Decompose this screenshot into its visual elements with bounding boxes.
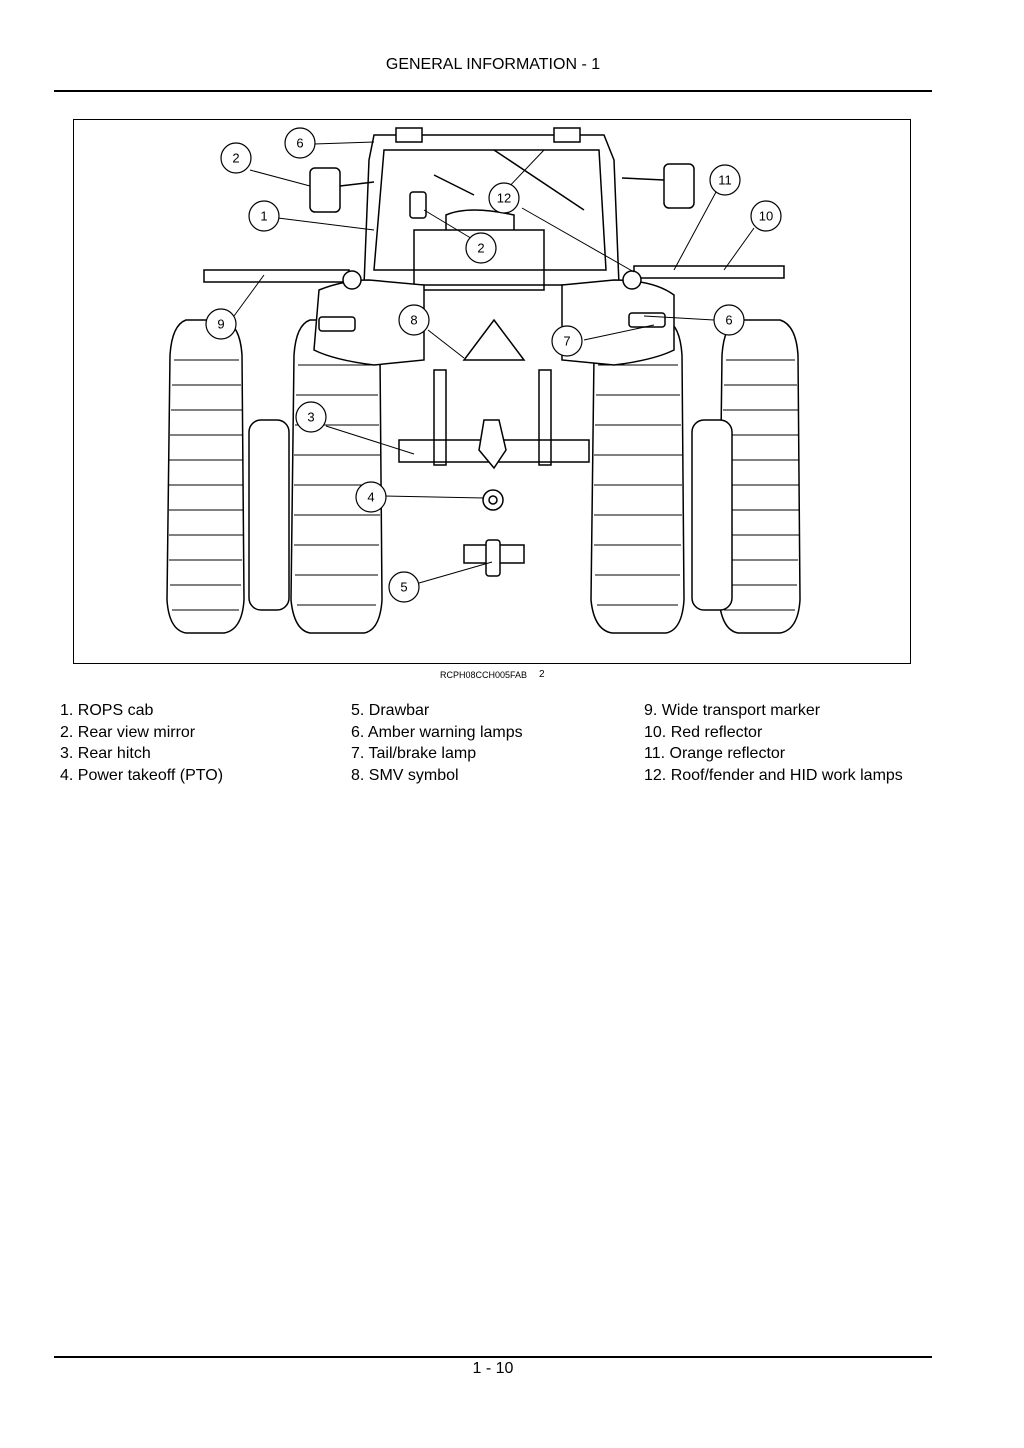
left-mirror <box>309 167 341 213</box>
legend-item: 3. Rear hitch <box>60 745 151 762</box>
callout-label: 12 <box>497 191 511 206</box>
left-transport-marker <box>203 269 350 283</box>
left-fender-lamp <box>318 316 356 332</box>
tractor-rear-view-figure: 6 2 1 12 2 11 10 9 8 7 6 3 4 5 <box>73 119 911 664</box>
right-mirror-arm <box>621 177 665 181</box>
callout-label: 3 <box>307 410 314 425</box>
legend-item: 8. SMV symbol <box>351 766 459 784</box>
left-fender <box>313 279 425 366</box>
callout-label: 11 <box>718 173 732 188</box>
left-inner-tire <box>290 319 383 634</box>
figure-number: 2 <box>539 669 545 680</box>
callout-label: 10 <box>759 209 773 224</box>
legend-item: 1. ROPS cab <box>60 702 154 719</box>
callout-circle <box>295 401 327 433</box>
callout-label: 2 <box>477 241 484 256</box>
callout-label: 8 <box>410 313 417 328</box>
callout-circle <box>709 164 741 196</box>
figure-code: RCPH08CCH005FAB <box>440 670 528 680</box>
legend-item: 4. Power takeoff (PTO) <box>60 766 224 784</box>
legend-column-1: 1. ROPS cab 2. Rear view mirror 3. Rear … <box>60 700 223 786</box>
callout-label: 1 <box>260 209 267 224</box>
left-mirror-arm <box>339 181 375 187</box>
left-outer-tire <box>166 319 290 634</box>
right-outer-tire <box>691 319 801 634</box>
legend-item: 12. Roof/fender and HID work lamps <box>644 766 903 784</box>
smv-symbol <box>462 318 526 361</box>
callout-label: 2 <box>232 151 239 166</box>
page-header-title: GENERAL INFORMATION - 1 <box>385 56 601 73</box>
callout-label: 4 <box>367 490 374 505</box>
legend-item: 11. Orange reflector <box>644 745 786 762</box>
callout-label: 5 <box>400 580 407 595</box>
legend-item: 6. Amber warning lamps <box>351 723 523 741</box>
legend-item: 5. Drawbar <box>351 702 430 719</box>
right-fender <box>561 279 675 366</box>
callout-circle <box>205 308 237 340</box>
callout-label: 9 <box>217 317 224 332</box>
footer-divider <box>54 1356 932 1358</box>
callout-circle <box>488 182 520 214</box>
callout-circle <box>284 127 316 159</box>
callout-circle <box>551 325 583 357</box>
pto-shaft-center <box>488 495 498 505</box>
right-amber-lamp <box>622 270 642 290</box>
callout-circle <box>388 571 420 603</box>
callout-circle <box>750 200 782 232</box>
callout-circle <box>220 142 252 174</box>
left-amber-lamp <box>342 270 362 290</box>
right-mirror <box>663 163 695 209</box>
pto-shaft <box>482 489 504 511</box>
callout-label: 6 <box>296 136 303 151</box>
right-inner-tire <box>590 319 685 634</box>
callout-circle <box>465 232 497 264</box>
callout-circle <box>713 304 745 336</box>
tractor-rear-line-drawing: 6 2 1 12 2 11 10 9 8 7 6 3 4 5 <box>166 127 801 634</box>
right-transport-marker <box>633 265 785 279</box>
callout-circle <box>248 200 280 232</box>
legend-column-2: 5. Drawbar 6. Amber warning lamps 7. Tai… <box>351 700 523 786</box>
legend-item: 10. Red reflector <box>644 723 763 741</box>
rear-hitch <box>398 369 590 470</box>
legend-item: 9. Wide transport marker <box>644 702 821 719</box>
legend-item: 2. Rear view mirror <box>60 723 196 741</box>
header-divider <box>54 90 932 92</box>
callout-leaders <box>233 141 755 584</box>
legend-column-3: 9. Wide transport marker 10. Red reflect… <box>644 700 903 786</box>
drawbar-pin <box>485 539 501 577</box>
rops-cab <box>363 127 620 291</box>
callout-circle <box>355 481 387 513</box>
legend-item: 7. Tail/brake lamp <box>351 745 477 762</box>
page-number: 1 - 10 <box>472 1360 514 1377</box>
callout-label: 6 <box>725 313 732 328</box>
callout-label: 7 <box>563 334 570 349</box>
callout-circle <box>398 304 430 336</box>
